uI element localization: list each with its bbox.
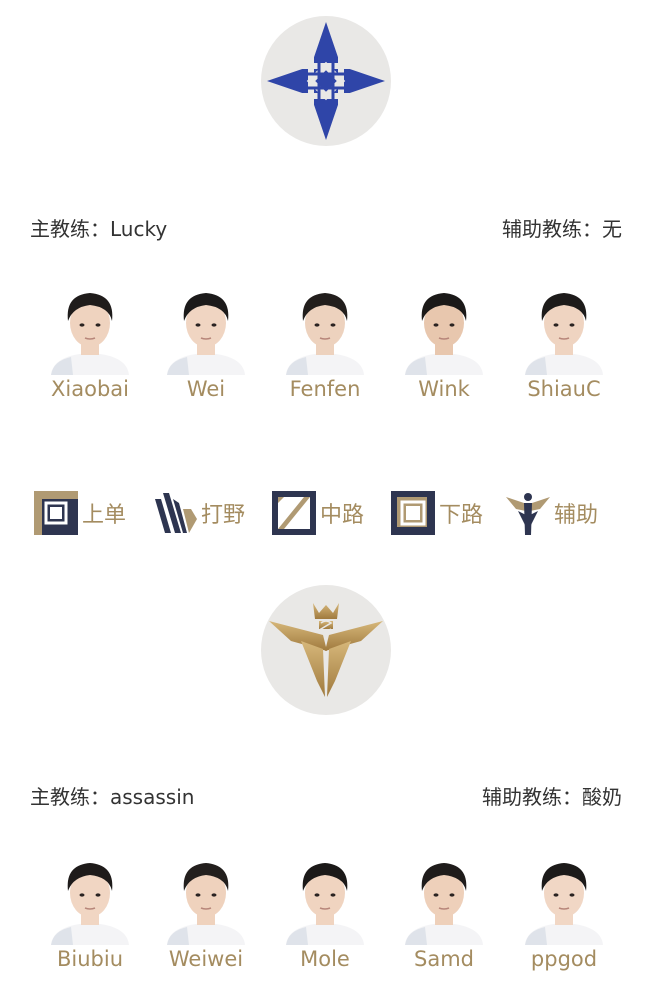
role-jungle: 打野	[151, 488, 245, 538]
player-name: ppgod	[530, 947, 598, 971]
player-name: Biubiu	[56, 947, 124, 971]
jungle-icon	[155, 493, 197, 533]
player-avatar	[405, 293, 483, 375]
support-icon	[506, 493, 550, 535]
role-legend: 上单 打野 中路 下路	[0, 488, 664, 538]
player-name: Wei	[186, 377, 226, 401]
team2-assistant-coach: 辅助教练：酸奶	[482, 784, 622, 809]
role-support-label: 辅助	[554, 503, 599, 528]
team2-logo	[261, 585, 391, 715]
player-avatar	[525, 863, 603, 945]
player-avatar	[405, 863, 483, 945]
role-mid: 中路	[270, 488, 364, 538]
player-name: Samd	[414, 947, 474, 971]
player-avatar	[286, 863, 364, 945]
player-name: Wink	[418, 377, 470, 401]
role-bot-label: 下路	[439, 503, 484, 528]
bot-lane-icon	[391, 491, 435, 535]
team2-player-card: Biubiu	[30, 853, 150, 971]
team1-player-card: Wink	[384, 283, 504, 401]
team1-player-card: Wei	[146, 283, 266, 401]
team1-player-card: ShiauC	[504, 283, 624, 401]
team1-coach-row: 主教练：Lucky 辅助教练：无	[30, 212, 622, 242]
team1-head-coach: 主教练：Lucky	[30, 216, 168, 241]
role-top: 上单	[32, 488, 126, 538]
player-name: Weiwei	[168, 947, 244, 971]
mid-lane-icon	[272, 491, 316, 535]
role-top-label: 上单	[82, 503, 127, 528]
player-name: Fenfen	[289, 377, 361, 401]
player-avatar	[167, 863, 245, 945]
team2-player-card: Mole	[265, 853, 385, 971]
player-name: Mole	[300, 947, 350, 971]
team2-player-card: ppgod	[504, 853, 624, 971]
team1-player-card: Xiaobai	[30, 283, 150, 401]
team1-logo	[261, 16, 391, 146]
team2-head-coach: 主教练：assassin	[30, 784, 195, 809]
player-avatar	[167, 293, 245, 375]
team2-coach-row: 主教练：assassin 辅助教练：酸奶	[30, 780, 622, 810]
player-avatar	[286, 293, 364, 375]
role-mid-label: 中路	[320, 503, 365, 528]
team1-logo-emblem	[267, 22, 385, 140]
player-avatar	[51, 863, 129, 945]
team2-player-card: Samd	[384, 853, 504, 971]
player-name: ShiauC	[527, 377, 601, 401]
player-name: Xiaobai	[51, 377, 129, 401]
player-avatar	[525, 293, 603, 375]
team1-player-card: Fenfen	[265, 283, 385, 401]
team2-logo-emblem	[269, 603, 383, 697]
team2-roster: Biubiu Weiwei Mole Samd ppgod	[0, 853, 664, 983]
team2-player-card: Weiwei	[146, 853, 266, 971]
role-bot: 下路	[389, 488, 483, 538]
top-lane-icon	[34, 491, 78, 535]
player-avatar	[51, 293, 129, 375]
team1-assistant-coach: 辅助教练：无	[502, 216, 622, 241]
role-jungle-label: 打野	[201, 503, 246, 528]
team1-roster: Xiaobai Wei Fenfen Wink ShiauC	[0, 283, 664, 413]
role-support: 辅助	[504, 488, 598, 538]
